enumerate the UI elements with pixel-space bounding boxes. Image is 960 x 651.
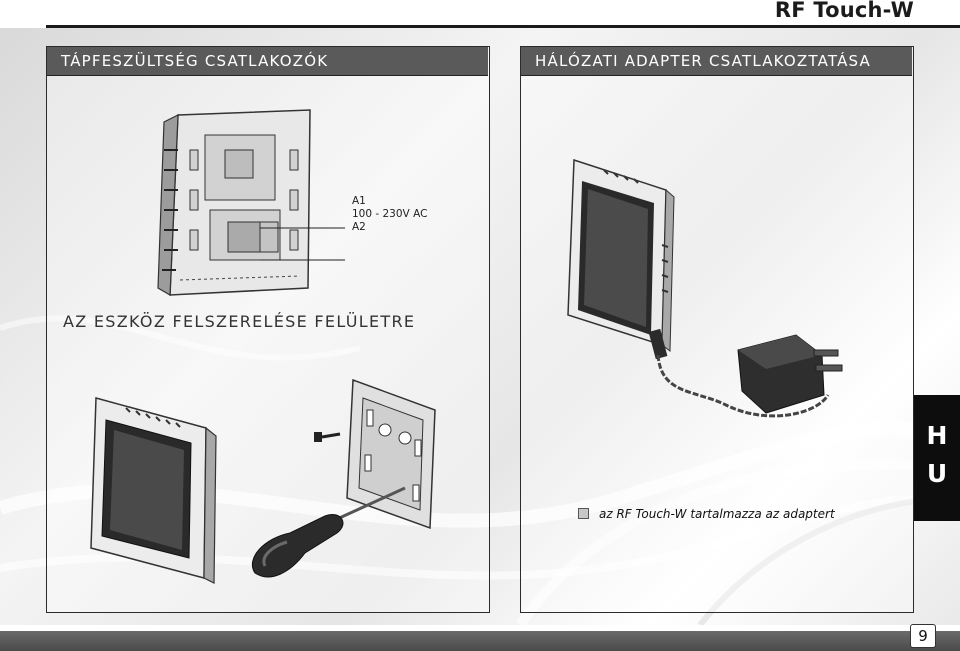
device-front-illustration [90, 397, 217, 584]
device-adapter-illustration [567, 158, 843, 418]
mounting-plate-illustration [346, 378, 436, 530]
note-bullet-icon [578, 508, 589, 519]
language-tab-letter-2: U [926, 459, 948, 488]
power-connectors-title: TÁPFESZÜLTSÉG CSATLAKOZÓK [61, 52, 329, 70]
footer-bar [0, 631, 960, 651]
terminal-a2-label: A2 [352, 221, 366, 233]
surface-mounting-title: AZ ESZKÖZ FELSZERELÉSE FELÜLETRE [63, 312, 416, 331]
adapter-title: HÁLÓZATI ADAPTER CSATLAKOZTATÁSA [535, 52, 871, 70]
connector-annotation: A1 100 - 230V AC A2 [352, 195, 427, 234]
terminal-a1-label: A1 [352, 195, 366, 207]
language-tab: H U [914, 395, 960, 521]
screwdriver-icon [252, 486, 406, 578]
adapter-note: az RF Touch-W tartalmazza az adaptert [578, 507, 835, 521]
document-title: RF Touch-W [774, 0, 914, 22]
voltage-label: 100 - 230V AC [352, 208, 428, 220]
page-number: 9 [910, 624, 936, 648]
screw-icon [314, 432, 341, 442]
device-back-illustration [157, 109, 345, 297]
adapter-header: HÁLÓZATI ADAPTER CSATLAKOZTATÁSA [521, 47, 912, 76]
language-tab-letter-1: H [926, 421, 948, 450]
adapter-note-text: az RF Touch-W tartalmazza az adaptert [599, 507, 835, 521]
power-connectors-header: TÁPFESZÜLTSÉG CSATLAKOZÓK [47, 47, 488, 76]
header-rule [46, 25, 960, 28]
